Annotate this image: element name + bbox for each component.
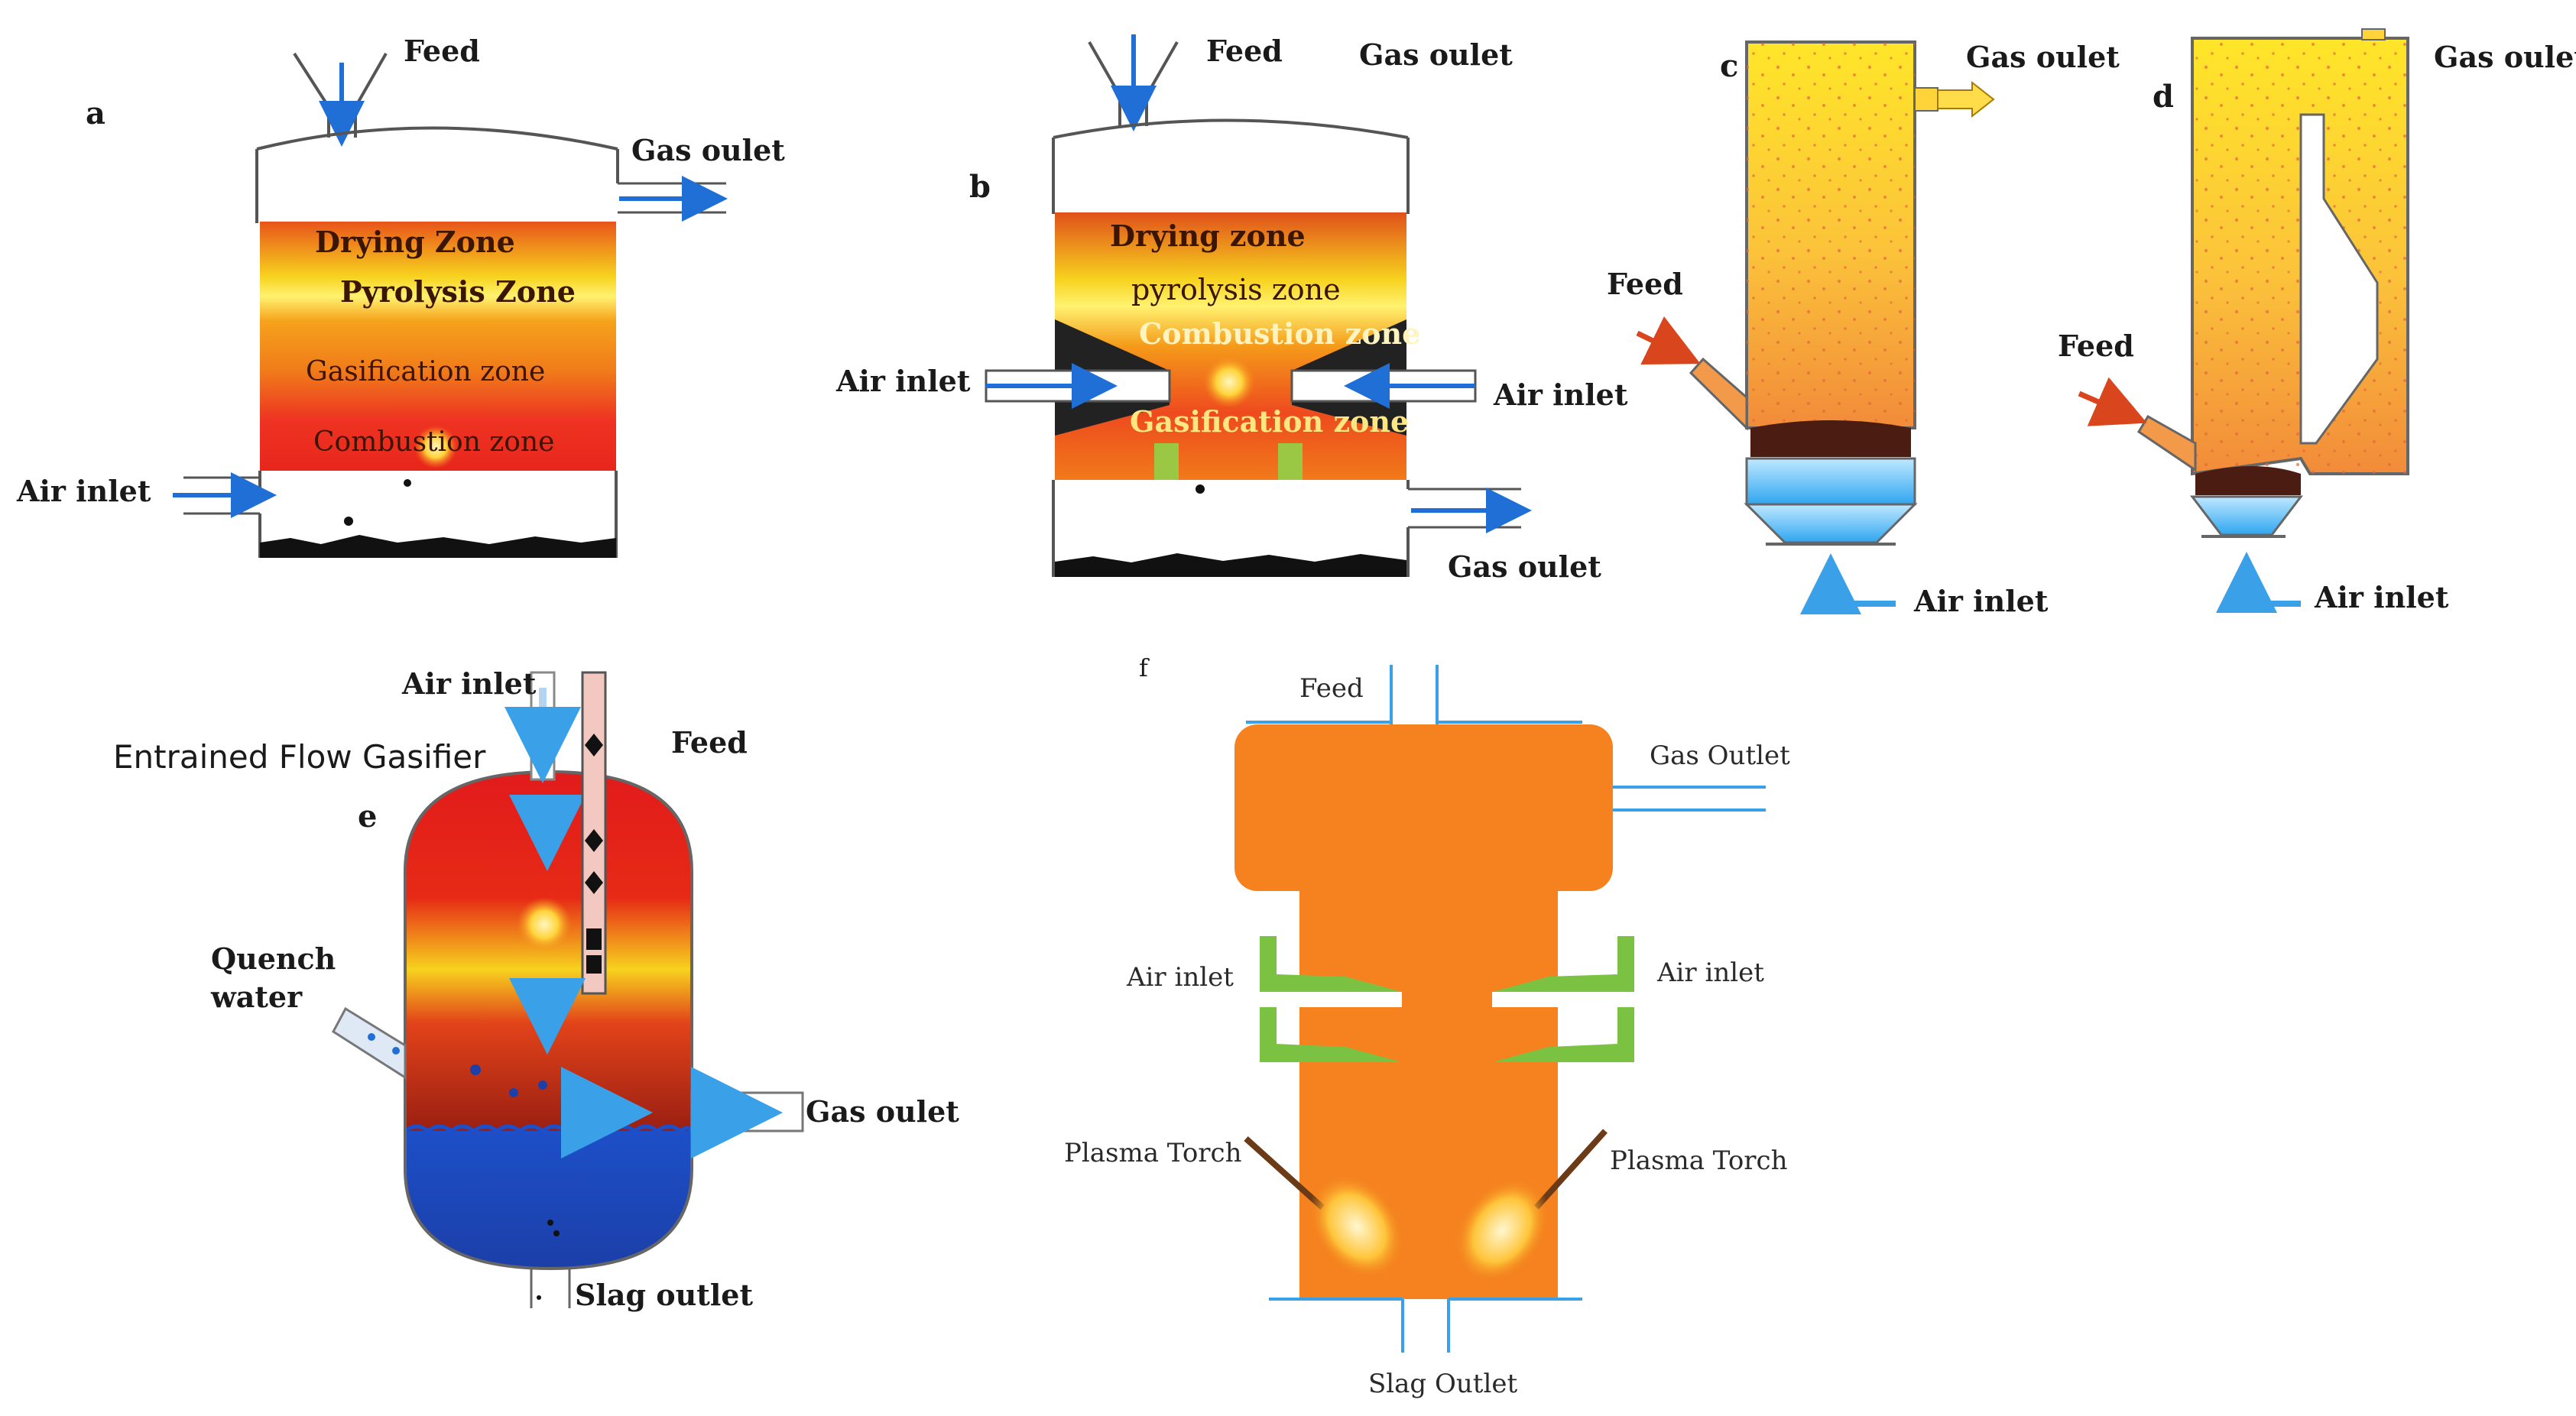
panel-e-quench-nozzle [332, 1006, 407, 1080]
panel-a-letter: a [86, 96, 105, 131]
panel-c-gas-outlet-label: Gas oulet [1966, 40, 2120, 74]
panel-c-feed-arrow [1636, 316, 1701, 365]
panel-d-gas-outlet-label: Gas oulet [2434, 40, 2576, 74]
panel-e-feed-label: Feed [671, 725, 748, 760]
panel-e-gas-outlet-label: Gas oulet [806, 1094, 959, 1129]
panel-e-water-pool [405, 1131, 692, 1269]
panel-a-ash-bed [260, 535, 616, 558]
panel-e-quench-label-1: Quench [211, 941, 336, 976]
panel-a-gasification-zone-label: Gasification zone [306, 356, 545, 387]
panel-f-air-inlet-right-lower [1492, 1007, 1634, 1062]
panel-f-air-inlet-right-upper [1492, 936, 1634, 992]
panel-e-quench-label-2: water [210, 980, 303, 1014]
panel-b-gasification-zone-label: Gasification zone [1130, 404, 1409, 439]
panel-d-air-inlet-label: Air inlet [2314, 580, 2449, 614]
panel-b-letter: b [969, 169, 991, 205]
panel-f-plasma-gasifier: f Feed Gas Outlet Air inlet Air inlet Pl… [1064, 653, 1790, 1399]
panel-d-bed [2195, 466, 2301, 495]
panel-c-fluidized-bed-gasifier: c Gas oulet Feed Air inlet [1607, 40, 2120, 618]
panel-a-pyrolysis-zone-label: Pyrolysis Zone [340, 274, 576, 309]
panel-a-combustion-zone-label: Combustion zone [313, 426, 554, 458]
panel-c-gas-outlet-arrow [1937, 80, 1995, 118]
panel-b-feed-label: Feed [1206, 34, 1283, 68]
panel-c-feed-label: Feed [1607, 267, 1683, 301]
panel-b-air-inlet-right-label: Air inlet [1493, 377, 1628, 412]
panel-f-plasma-torch-left [1244, 1136, 1325, 1210]
panel-b-gas-outlet-bottom-label: Gas oulet [1448, 549, 1601, 584]
panel-d-cyclone-return [2299, 113, 2379, 445]
panel-c-bed [1750, 420, 1911, 457]
panel-b-downdraft-gasifier: b Feed Gas oulet Air inlet Air inlet Dry… [835, 34, 1628, 584]
panel-f-air-inlet-left-upper [1260, 936, 1402, 992]
panel-f-air-inlet-left-label: Air inlet [1126, 962, 1234, 993]
panel-b-air-inlet-left-label: Air inlet [835, 364, 971, 398]
panel-c-air-inlet-label: Air inlet [1913, 584, 2049, 618]
panel-a-air-inlet-label: Air inlet [16, 474, 151, 508]
panel-e-air-inlet-label: Air inlet [401, 666, 537, 701]
panel-d-letter: d [2153, 79, 2174, 115]
panel-f-plasma-torch-right [1534, 1129, 1608, 1210]
panel-f-feed-label: Feed [1299, 673, 1364, 704]
panel-f-air-inlet-right-label: Air inlet [1656, 958, 1764, 988]
panel-d-feed-label: Feed [2058, 329, 2134, 363]
panel-d-air-distributor [2189, 495, 2304, 536]
panel-f-gas-outlet-label: Gas Outlet [1650, 740, 1790, 771]
panel-d-feed-arrow [2078, 377, 2147, 426]
panel-e-entrained-flow-gasifier: Entrained Flow Gasifier e Air inlet Feed… [113, 666, 959, 1312]
panel-e-title: Entrained Flow Gasifier [113, 738, 486, 776]
panel-d-circulating-fluidized-bed: d Gas oulet Feed Air inlet [2058, 28, 2576, 614]
panel-b-pyrolysis-zone-label: pyrolysis zone [1131, 273, 1341, 306]
panel-b-combustion-zone-label: Combustion zone [1139, 316, 1420, 351]
panel-b-drying-zone-label: Drying zone [1110, 219, 1306, 253]
panel-c-letter: c [1720, 48, 1738, 84]
panel-e-slag-outlet-label: Slag outlet [575, 1278, 753, 1312]
panel-f-slag-outlet-label: Slag Outlet [1368, 1369, 1517, 1399]
panel-b-gas-outlet-top-label: Gas oulet [1359, 37, 1513, 72]
panel-f-plasma-torch-right-label: Plasma Torch [1610, 1145, 1788, 1176]
panel-e-letter: e [358, 799, 377, 834]
panel-b-ash-bed [1055, 553, 1406, 577]
panel-f-upper-chamber [1234, 724, 1613, 891]
panel-a-drying-zone-label: Drying Zone [315, 225, 515, 259]
panel-f-letter: f [1139, 653, 1150, 682]
panel-a-gas-outlet-label: Gas oulet [631, 133, 785, 167]
panel-c-air-distributor [1744, 503, 1918, 544]
panel-a-feed-label: Feed [404, 34, 480, 68]
panel-f-air-inlet-left-lower [1260, 1007, 1402, 1062]
panel-f-plasma-torch-left-label: Plasma Torch [1064, 1138, 1242, 1168]
panel-a-updraft-gasifier: a Feed Gas oulet Drying Zone Pyrolysis Z… [16, 34, 785, 558]
